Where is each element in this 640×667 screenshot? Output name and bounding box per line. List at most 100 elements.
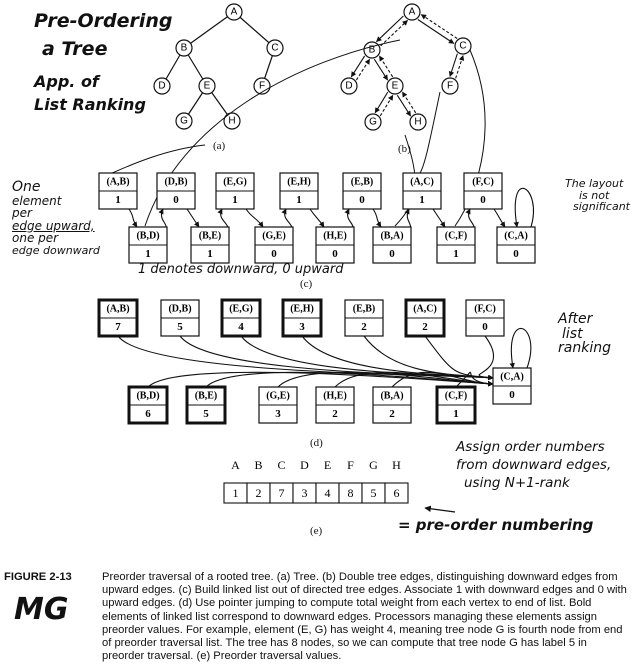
right-note-c: The layout is not significant: [565, 178, 630, 213]
list-d-link: [117, 335, 494, 381]
assign-note-line: Assign order numbers: [456, 439, 605, 455]
tree-node: [409, 113, 427, 131]
left-note-line: edge downward: [12, 244, 100, 258]
box-edge-label: (E,G): [229, 304, 253, 315]
downward-edge: [373, 58, 389, 81]
list-link: [309, 208, 325, 228]
downward-edge: [396, 94, 412, 117]
box-weight: 0: [509, 389, 515, 401]
box-edge-label: (B,A): [380, 231, 403, 242]
tree-node-label: B: [369, 45, 376, 56]
tree-node: [403, 3, 421, 21]
upward-edge: [355, 58, 371, 81]
sublabel-d: (d): [310, 437, 323, 449]
downward-edge: [417, 19, 455, 44]
tree-node: [198, 77, 216, 95]
preorder-value: 2: [256, 486, 262, 500]
box-weight: 6: [145, 408, 151, 420]
box-edge-label: (C,F): [445, 231, 468, 242]
assign-note-line: using N+1-rank: [464, 475, 570, 492]
right-note-line: significant: [573, 200, 630, 214]
box-edge-label: (C,A): [504, 231, 528, 242]
tree-node-label: F: [259, 81, 265, 92]
box-edge-label: (H,E): [323, 391, 347, 402]
box-edge-label: (B,E): [195, 391, 218, 402]
box-edge-label: (H,E): [323, 231, 347, 242]
list-d-link: [391, 371, 494, 388]
box-edge-label: (E,H): [287, 177, 311, 188]
linked-list-d: (A,B)7(D,B)5(E,G)4(E,H)3(E,B)2(A,C)2(F,C…: [97, 298, 532, 425]
tree-node: [153, 77, 171, 95]
left-note-line: element: [12, 193, 62, 208]
right-note-line: The layout: [565, 177, 624, 190]
preorder-value: 8: [348, 486, 354, 500]
box-edge-label: (B,A): [380, 391, 403, 402]
tree-node-label: G: [180, 116, 188, 127]
box-weight: 4: [238, 321, 244, 333]
box-weight: 0: [332, 248, 338, 260]
tree-node: [364, 113, 382, 131]
left-note-c: One element per edge upward, one per edg…: [12, 180, 100, 257]
tree-node: [175, 112, 193, 130]
tree-node-label: H: [414, 117, 421, 128]
tree-node: [223, 112, 241, 130]
right-note-d: After list ranking: [558, 312, 611, 356]
list-d-link: [478, 335, 495, 381]
upward-edge: [378, 55, 394, 78]
figure-label: FIGURE 2-13: [4, 571, 72, 583]
tree-node-label: D: [158, 81, 165, 92]
preorder-letter: E: [324, 458, 331, 472]
tree-node-label: E: [392, 81, 399, 92]
box-weight: 0: [389, 248, 395, 260]
box-edge-label: (A,B): [106, 304, 129, 315]
title-line-3: App. of: [34, 71, 99, 91]
title-line-1: Pre-Ordering: [34, 10, 173, 32]
downward-edge: [448, 53, 458, 78]
preorder-value: 1: [233, 486, 239, 500]
tree-node: [266, 39, 284, 57]
box-weight: 3: [275, 408, 281, 420]
box-weight: 0: [513, 248, 519, 260]
preorder-letter: H: [392, 458, 401, 472]
preorder-value: 7: [279, 486, 285, 500]
upward-edge: [380, 19, 408, 47]
box-edge-label: (E,H): [290, 304, 314, 315]
box-weight: 5: [177, 321, 183, 333]
box-weight: 1: [419, 194, 425, 206]
box-edge-label: (A,B): [106, 177, 129, 188]
box-weight: 2: [332, 408, 338, 420]
box-weight: 7: [115, 321, 121, 333]
box-weight: 1: [207, 248, 213, 260]
title-line-4: List Ranking: [34, 94, 146, 114]
box-edge-label: (E,G): [223, 177, 247, 188]
box-weight: 2: [422, 321, 428, 333]
linked-list-c: (A,B)1(D,B)0(E,G)1(E,H)1(E,B)0(A,C)1(F,C…: [98, 39, 536, 264]
box-edge-label: (F,C): [472, 177, 494, 188]
preorder-value: 4: [325, 486, 331, 500]
tree-node-label: B: [181, 43, 188, 54]
tree-node-label: C: [459, 41, 466, 52]
box-edge-label: (D,B): [168, 304, 191, 315]
connector-curve: [419, 91, 441, 174]
box-edge-label: (A,C): [410, 177, 434, 188]
preorder-cell: [384, 482, 409, 504]
box-weight: 1: [115, 194, 121, 206]
upward-edge: [379, 94, 394, 117]
handwritten-title: Pre-Ordering a Tree App. of List Ranking: [34, 10, 173, 114]
preorder-letter: C: [277, 458, 285, 472]
right-note-line: ranking: [558, 340, 611, 357]
upward-edge: [420, 14, 458, 39]
preorder-letter: G: [369, 458, 378, 472]
preorder-letter: F: [347, 458, 354, 472]
tree-node: [386, 77, 404, 95]
tree-node-label: H: [228, 116, 235, 127]
left-note-line: one per: [12, 231, 59, 246]
box-edge-label: (E,B): [353, 304, 376, 315]
preorder-value: 5: [371, 486, 377, 500]
caption-text: Preorder traversal of a rooted tree. (a)…: [102, 571, 627, 663]
right-note-line: After: [558, 311, 593, 327]
downward-edge: [374, 91, 389, 114]
box-weight: 2: [361, 321, 367, 333]
